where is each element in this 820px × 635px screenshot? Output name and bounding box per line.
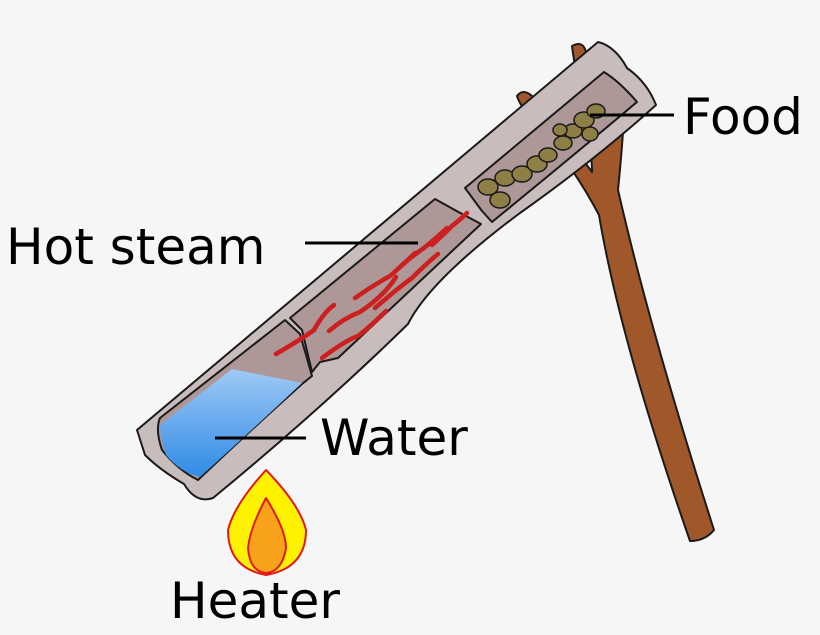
steam-wisp [326,274,399,334]
water-label: Water [320,409,468,467]
steam-wisp [429,210,470,248]
steam-wisps [273,210,470,361]
flame-icon [227,469,307,576]
food-piece [477,178,499,196]
food-label: Food [683,88,803,146]
water-body [160,369,302,477]
leader-lines [215,113,674,440]
steam-wisp [273,302,337,357]
food-piece [489,191,511,209]
steam-wisp [398,225,450,269]
flame-inner [247,497,287,574]
steam-wisp [372,251,441,311]
hot-steam-label: Hot steam [6,218,266,276]
food-piece [581,126,599,142]
food-piece [538,147,558,163]
steam-wisp [319,308,389,361]
food-pieces [477,103,606,209]
food-piece [511,165,533,183]
heater-label: Heater [170,572,340,630]
food-piece [552,123,568,137]
